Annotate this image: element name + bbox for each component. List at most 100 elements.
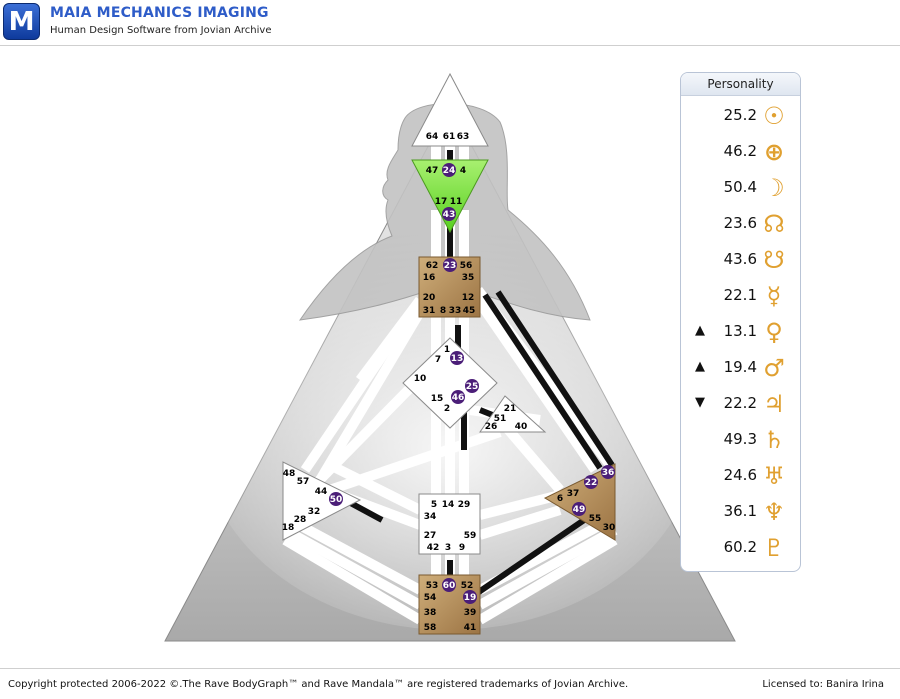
sacral-gate-label: 9 [459, 543, 465, 553]
personality-row: 50.4 ☽ [681, 171, 800, 207]
sacral-gate-label: 59 [464, 531, 477, 541]
ajna-gate-label: 4 [460, 166, 466, 176]
personality-value: 25.2 [723, 106, 757, 124]
throat-gate-label: 56 [460, 261, 473, 271]
sacral-gate-label: 34 [424, 512, 437, 522]
sacral-gate-label: 3 [445, 543, 451, 553]
root-gate-label: 54 [424, 593, 437, 603]
solar-plexus-gate-label: 36 [602, 468, 615, 478]
throat-gate-label: 20 [423, 293, 436, 303]
ajna-activation-marker [442, 207, 456, 221]
ego-gate-label: 21 [504, 404, 517, 414]
solar-plexus-activation-marker [601, 465, 615, 479]
throat-gate-label: 31 [423, 306, 436, 316]
personality-value: 49.3 [723, 430, 757, 448]
personality-row: 36.1 ♆ [681, 495, 800, 531]
personality-value: 23.6 [723, 214, 757, 232]
personality-row: ▲19.4♂ [681, 351, 800, 387]
ego-center [479, 395, 547, 433]
ajna-gate-label: 17 [435, 197, 448, 207]
g-gate-label: 1 [444, 345, 450, 355]
ajna-gate-label: 24 [443, 166, 456, 176]
mercury-icon: ☿ [766, 282, 782, 310]
exalted-arrow-icon: ▲ [695, 323, 705, 338]
app-header: M MAIA MECHANICS IMAGING Human Design So… [0, 0, 900, 46]
head-center [411, 72, 489, 147]
ajna-gate-label: 43 [443, 210, 456, 220]
throat-activation-marker [443, 258, 457, 272]
solar-plexus-gate-label: 22 [585, 478, 598, 488]
personality-row: 49.3 ♄ [681, 423, 800, 459]
g-activation-marker [451, 390, 465, 404]
head-gate-label: 64 [426, 132, 439, 142]
venus-icon: ♀ [765, 318, 783, 346]
personality-value: 36.1 [723, 502, 757, 520]
g-gate-label: 10 [414, 374, 427, 384]
personality-row: ▼22.2♃ [681, 387, 800, 423]
root-activation-marker [442, 578, 456, 592]
app-title: MAIA MECHANICS IMAGING [50, 5, 269, 21]
root-gate-label: 19 [464, 593, 477, 603]
solar-plexus-activation-marker [572, 502, 586, 516]
sun-icon: ☉ [763, 102, 785, 130]
personality-row: ▲13.1♀ [681, 315, 800, 351]
ego-gate-label: 51 [494, 414, 507, 424]
root-activation-marker [463, 590, 477, 604]
personality-row: 46.2⊕ [681, 135, 800, 171]
personality-row: 60.2 ♇ [681, 531, 800, 567]
throat-gate-label: 62 [426, 261, 439, 271]
personality-panel-title: Personality [681, 73, 800, 96]
ajna-gate-label: 47 [426, 166, 439, 176]
north-node-icon: ☊ [763, 210, 785, 238]
g-activation-marker [450, 351, 464, 365]
logo-letter: M [8, 7, 35, 37]
spleen-gate-label: 48 [283, 469, 296, 479]
personality-value: 60.2 [723, 538, 757, 556]
solar-plexus-gate-label: 37 [567, 489, 580, 499]
saturn-icon: ♄ [763, 426, 785, 454]
neptune-icon: ♆ [763, 498, 785, 526]
personality-row: 22.1☿ [681, 279, 800, 315]
personality-value: 22.2 [723, 394, 757, 412]
spleen-gate-label: 28 [294, 515, 307, 525]
root-gate-label: 39 [464, 608, 477, 618]
sacral-center [418, 493, 481, 555]
spleen-gate-label: 57 [297, 477, 310, 487]
bodygraph-canvas: 64 61 63 47 24 4 17 11 43 62 23 56 16 35… [0, 47, 900, 667]
g-gate-label: 7 [435, 355, 441, 365]
personality-row: 24.6♅ [681, 459, 800, 495]
jupiter-icon: ♃ [763, 390, 785, 418]
solar-plexus-activation-marker [584, 475, 598, 489]
throat-gate-label: 45 [463, 306, 476, 316]
solar-plexus-gate-label: 49 [573, 505, 586, 515]
personality-value: 24.6 [723, 466, 757, 484]
solar-plexus-gate-label: 55 [589, 514, 602, 524]
g-gate-label: 2 [444, 404, 450, 414]
throat-gate-label: 12 [462, 293, 475, 303]
personality-value: 19.4 [723, 358, 757, 376]
throat-gate-label: 35 [462, 273, 475, 283]
g-center [402, 337, 498, 429]
personality-value: 46.2 [723, 142, 757, 160]
throat-gate-label: 8 [440, 306, 446, 316]
sacral-gate-label: 14 [442, 500, 455, 510]
pluto-icon: ♇ [763, 534, 785, 562]
root-gate-label: 53 [426, 581, 439, 591]
personality-value: 50.4 [723, 178, 757, 196]
exalted-arrow-icon: ▲ [695, 359, 705, 374]
spleen-gate-label: 18 [282, 523, 295, 533]
app-logo: M [3, 3, 40, 40]
sacral-gate-label: 29 [458, 500, 471, 510]
copyright-text: Copyright protected 2006-2022 ©.The Rave… [8, 679, 629, 690]
moon-icon: ☽ [763, 174, 785, 202]
g-activation-marker [465, 379, 479, 393]
app-footer: Copyright protected 2006-2022 ©.The Rave… [0, 668, 900, 699]
personality-row: 23.6 ☊ [681, 207, 800, 243]
south-node-icon: ☋ [763, 246, 785, 274]
g-gate-label: 15 [431, 394, 444, 404]
sacral-gate-label: 5 [431, 500, 437, 510]
personality-panel: Personality 25.2☉46.2⊕50.4☽23.6☊43.6☋22.… [680, 72, 801, 572]
throat-gate-label: 33 [449, 306, 462, 316]
ego-gate-label: 40 [515, 422, 528, 432]
root-gate-label: 38 [424, 608, 437, 618]
